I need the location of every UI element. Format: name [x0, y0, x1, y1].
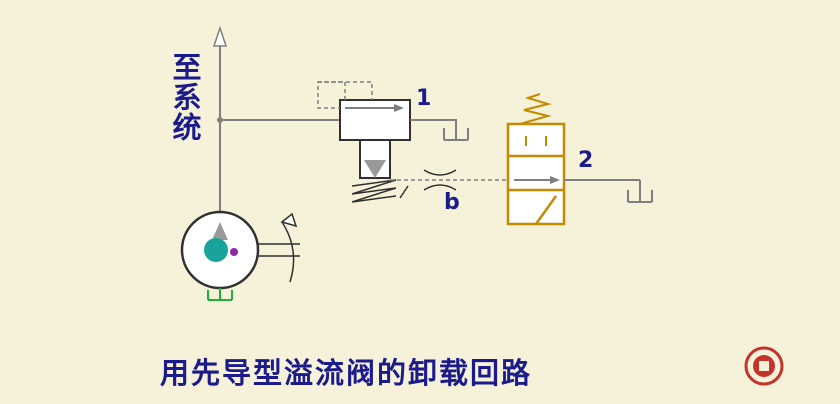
solenoid-valve-2 [506, 93, 653, 226]
throttle-orifice-b [423, 169, 457, 191]
pilot-relief-valve-1 [317, 81, 469, 141]
main-supply-line [212, 25, 228, 235]
flow-up-arrow-icon [212, 25, 228, 47]
university-seal-icon [744, 346, 784, 386]
spring-icon [351, 179, 397, 203]
valve2-tag: 2 [578, 148, 594, 173]
pilot-stage [351, 139, 409, 203]
throttle-tag: b [444, 190, 460, 215]
hydraulic-pump [180, 210, 300, 301]
pump-center-icon [204, 238, 228, 262]
valve2-spring-icon [519, 93, 552, 125]
diagram-caption: 用先导型溢流阀的卸载回路 [160, 356, 533, 390]
supply-label: 至系统 [168, 52, 202, 142]
valve1-tag: 1 [416, 86, 432, 111]
